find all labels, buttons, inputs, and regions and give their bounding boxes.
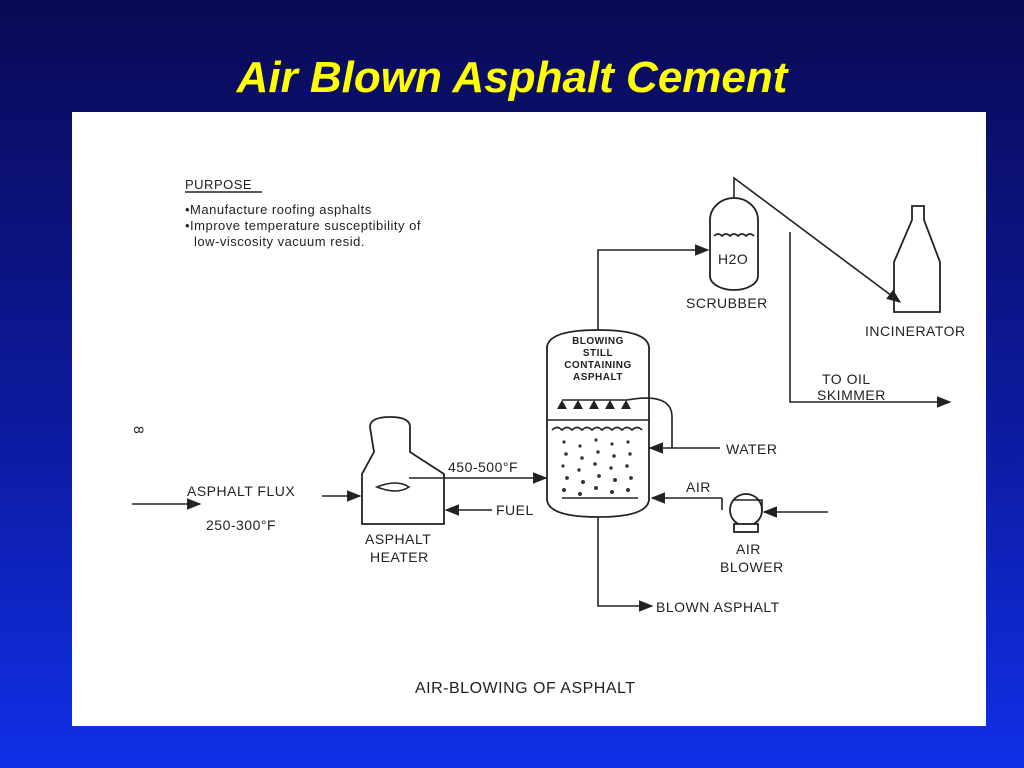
page-number: 8 (131, 426, 147, 434)
temp-low-label: 250-300°F (206, 517, 276, 533)
air-blower-housing (729, 493, 763, 527)
scrubber-water-level (713, 233, 755, 238)
asphalt-flux-label: ASPHALT FLUX (187, 483, 295, 499)
diagram-panel: PURPOSE •Manufacture roofing asphalts •I… (72, 112, 986, 726)
heater-coil (374, 482, 411, 492)
blowing-still-vessel (546, 329, 650, 518)
purpose-item-2: •Improve temperature susceptibility of (185, 218, 421, 233)
purpose-item-1: •Manufacture roofing asphalts (185, 202, 372, 217)
incinerator-stack (893, 205, 941, 313)
scrubber-vessel (709, 197, 759, 291)
still-label-line2: STILL (583, 348, 613, 359)
blown-asphalt-line (597, 517, 654, 612)
heater-label-line1: ASPHALT (365, 531, 431, 547)
temp-high-label: 450-500°F (448, 459, 518, 475)
still-to-scrubber-line (597, 244, 710, 334)
air-blower-label-line1: AIR (736, 541, 761, 557)
water-label: WATER (726, 441, 778, 457)
air-bubbles (561, 438, 633, 496)
still-label-line3: CONTAINING (564, 360, 632, 371)
scrubber-label: SCRUBBER (686, 295, 768, 311)
asphalt-heater-vessel (361, 416, 445, 525)
purpose-heading: PURPOSE (185, 177, 252, 192)
water-to-spray-line (626, 397, 673, 448)
air-blower-base (733, 523, 759, 533)
heater-label-line2: HEATER (370, 549, 429, 565)
to-oil-skimmer-line (789, 232, 952, 408)
fuel-label: FUEL (496, 502, 534, 518)
vent-to-incinerator-line (733, 176, 902, 303)
purpose-item-3: low-viscosity vacuum resid. (194, 234, 365, 249)
air-blower-outlet (734, 499, 763, 510)
to-oil-label-line2: SKIMMER (817, 387, 886, 403)
spray-nozzles (557, 400, 631, 409)
slide-title: Air Blown Asphalt Cement (236, 53, 788, 102)
diagram-caption: AIR-BLOWING OF ASPHALT (415, 680, 636, 697)
to-oil-label-line1: TO OIL (822, 371, 871, 387)
air-blower-label-line2: BLOWER (720, 559, 784, 575)
still-label-line4: ASPHALT (573, 372, 623, 383)
incinerator-label: INCINERATOR (865, 323, 966, 339)
blown-asphalt-label: BLOWN ASPHALT (656, 599, 780, 615)
asphalt-liquid-level (551, 426, 643, 432)
still-label-line1: BLOWING (572, 336, 624, 347)
air-label: AIR (686, 479, 711, 495)
process-flow-diagram: PURPOSE •Manufacture roofing asphalts •I… (131, 176, 966, 697)
scrubber-h2o-label: H2O (718, 251, 748, 267)
